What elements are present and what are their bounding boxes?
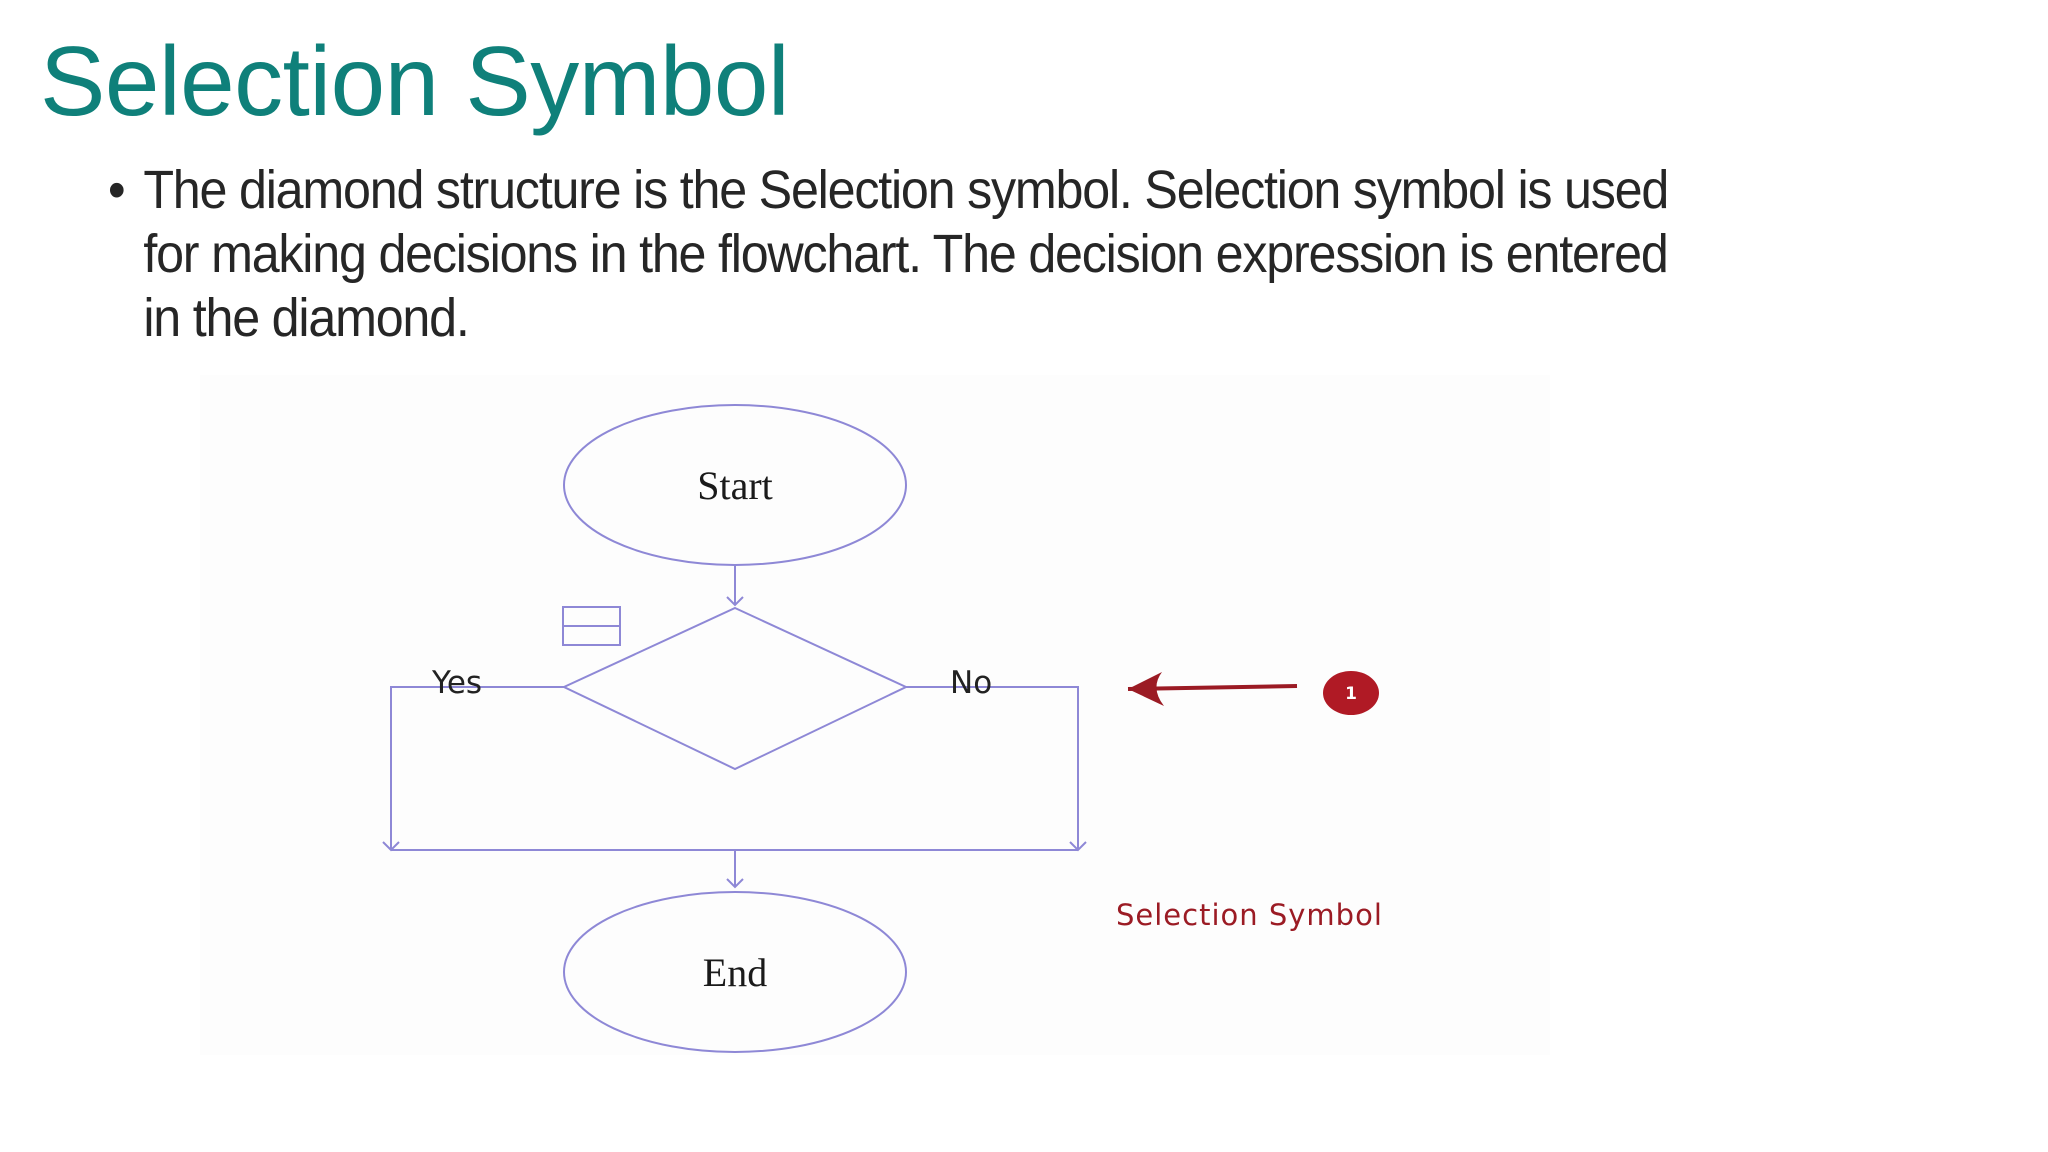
callout-badge: 1 [1323, 671, 1379, 715]
yes-label: Yes [431, 665, 482, 701]
badge-number: 1 [1345, 684, 1357, 704]
arrowhead-end [726, 878, 744, 889]
end-label: End [703, 950, 767, 995]
process-box-icon [562, 606, 621, 646]
start-label: Start [697, 463, 773, 508]
arrowhead-decision [726, 596, 744, 607]
slide-title: Selection Symbol [40, 26, 790, 136]
figure-caption: Selection Symbol [1116, 898, 1383, 932]
no-branch-line [906, 686, 1079, 850]
decision-diamond [561, 606, 909, 771]
flowchart-diagram: Start End Yes No 1 Selection Symbol [382, 404, 1383, 1053]
bullet-list: • The diamond structure is the Selection… [108, 158, 1828, 350]
bullet-item: • The diamond structure is the Selection… [108, 158, 1708, 350]
end-terminal [563, 891, 907, 1053]
bullet-marker: • [108, 160, 126, 220]
flowchart-figure: Start End Yes No 1 Selection Symbol [200, 375, 1550, 1055]
pointer-arrow [1127, 672, 1298, 706]
bullet-text: The diamond structure is the Selection s… [143, 160, 1669, 348]
no-label: No [950, 665, 992, 701]
yes-branch-line [390, 686, 564, 850]
